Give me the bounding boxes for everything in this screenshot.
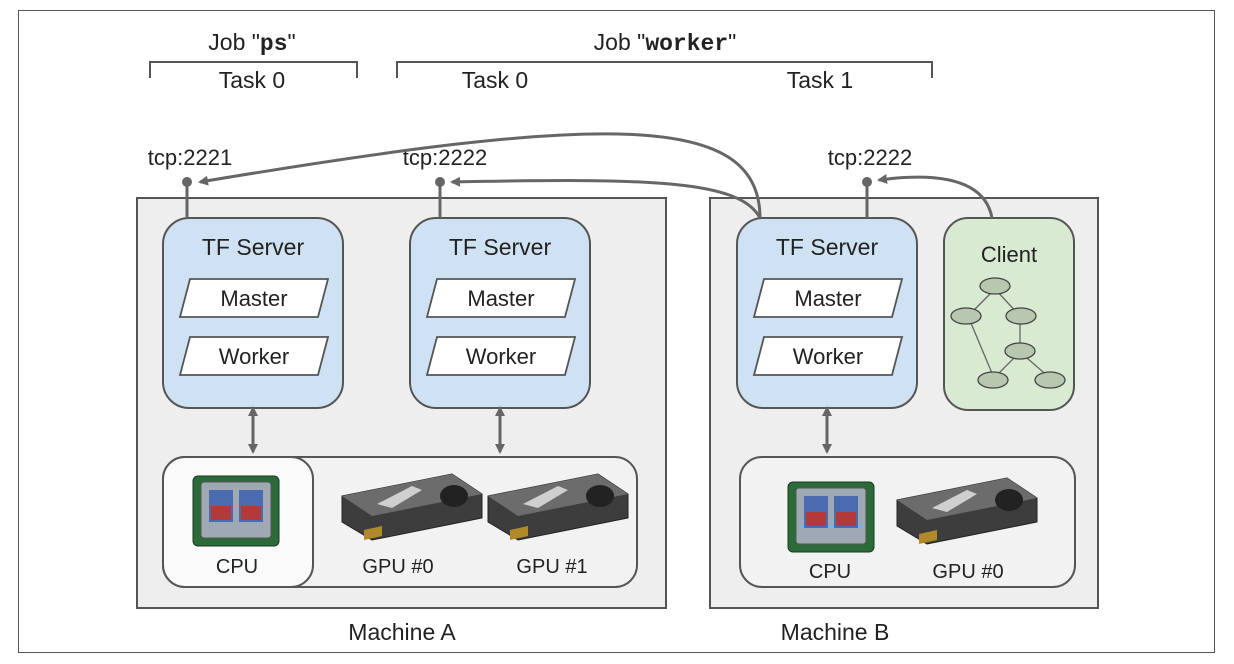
port-label: tcp:2222 xyxy=(828,145,912,170)
cpu-chip-icon xyxy=(192,475,280,547)
client-box: Client xyxy=(943,217,1075,411)
tf-server-title: TF Server xyxy=(449,234,552,260)
job-ps-bracket xyxy=(149,61,358,78)
gpu1-label: GPU #1 xyxy=(516,556,587,578)
job-ps-header: Job "ps" Task 0 xyxy=(149,29,358,93)
connection-arrow-client xyxy=(877,174,994,219)
master-box xyxy=(752,278,904,318)
connection-arrow-worker0 xyxy=(450,176,762,219)
machine-a-label: Machine A xyxy=(348,619,456,645)
job-worker-bracket xyxy=(396,61,933,78)
job-worker-task1-label: Task 1 xyxy=(787,67,853,93)
job-worker-task0-label: Task 0 xyxy=(462,67,528,93)
tf-server-title: TF Server xyxy=(776,234,879,260)
worker-box xyxy=(425,336,577,376)
computation-graph-icon xyxy=(950,277,1066,389)
tf-server-worker0: TF Server Master Worker xyxy=(409,217,591,409)
machine-a: Machine A TF Server Master Worker TF Ser… xyxy=(136,197,667,645)
worker-box xyxy=(752,336,904,376)
master-label: Master xyxy=(467,286,534,311)
job-worker-label: Job "worker" xyxy=(594,29,737,57)
gpu0-label: GPU #0 xyxy=(932,561,1003,583)
gpu-card-icon xyxy=(896,477,1038,545)
client-label: Client xyxy=(981,242,1037,267)
master-box xyxy=(178,278,330,318)
port-b-worker: tcp:2222 xyxy=(828,145,912,218)
master-label: Master xyxy=(220,286,287,311)
worker-label: Worker xyxy=(466,344,537,369)
worker-box xyxy=(178,336,330,376)
port-label: tcp:2221 xyxy=(148,145,232,170)
connection-arrow-ps xyxy=(198,132,762,219)
job-worker-header: Job "worker" Task 0 Task 1 xyxy=(396,29,933,93)
tf-server-worker1: TF Server Master Worker xyxy=(736,217,918,409)
worker-label: Worker xyxy=(793,344,864,369)
master-box xyxy=(425,278,577,318)
tf-server-ps: TF Server Master Worker xyxy=(162,217,344,409)
gpu-card-icon xyxy=(487,473,629,541)
gpu0-label: GPU #0 xyxy=(362,556,433,578)
tf-server-title: TF Server xyxy=(202,234,305,260)
machine-b-label: Machine B xyxy=(781,619,890,645)
machine-b: Machine B TF Server Master Worker Client xyxy=(709,197,1099,645)
gpu-card-icon xyxy=(341,473,483,541)
job-ps-label: Job "ps" xyxy=(208,29,295,57)
port-a-ps: tcp:2221 xyxy=(148,145,232,218)
cpu-chip-icon xyxy=(787,481,875,553)
job-ps-task0-label: Task 0 xyxy=(219,67,285,93)
worker-label: Worker xyxy=(219,344,290,369)
cpu-label: CPU xyxy=(216,556,258,578)
master-label: Master xyxy=(794,286,861,311)
cpu-label: CPU xyxy=(809,561,851,583)
